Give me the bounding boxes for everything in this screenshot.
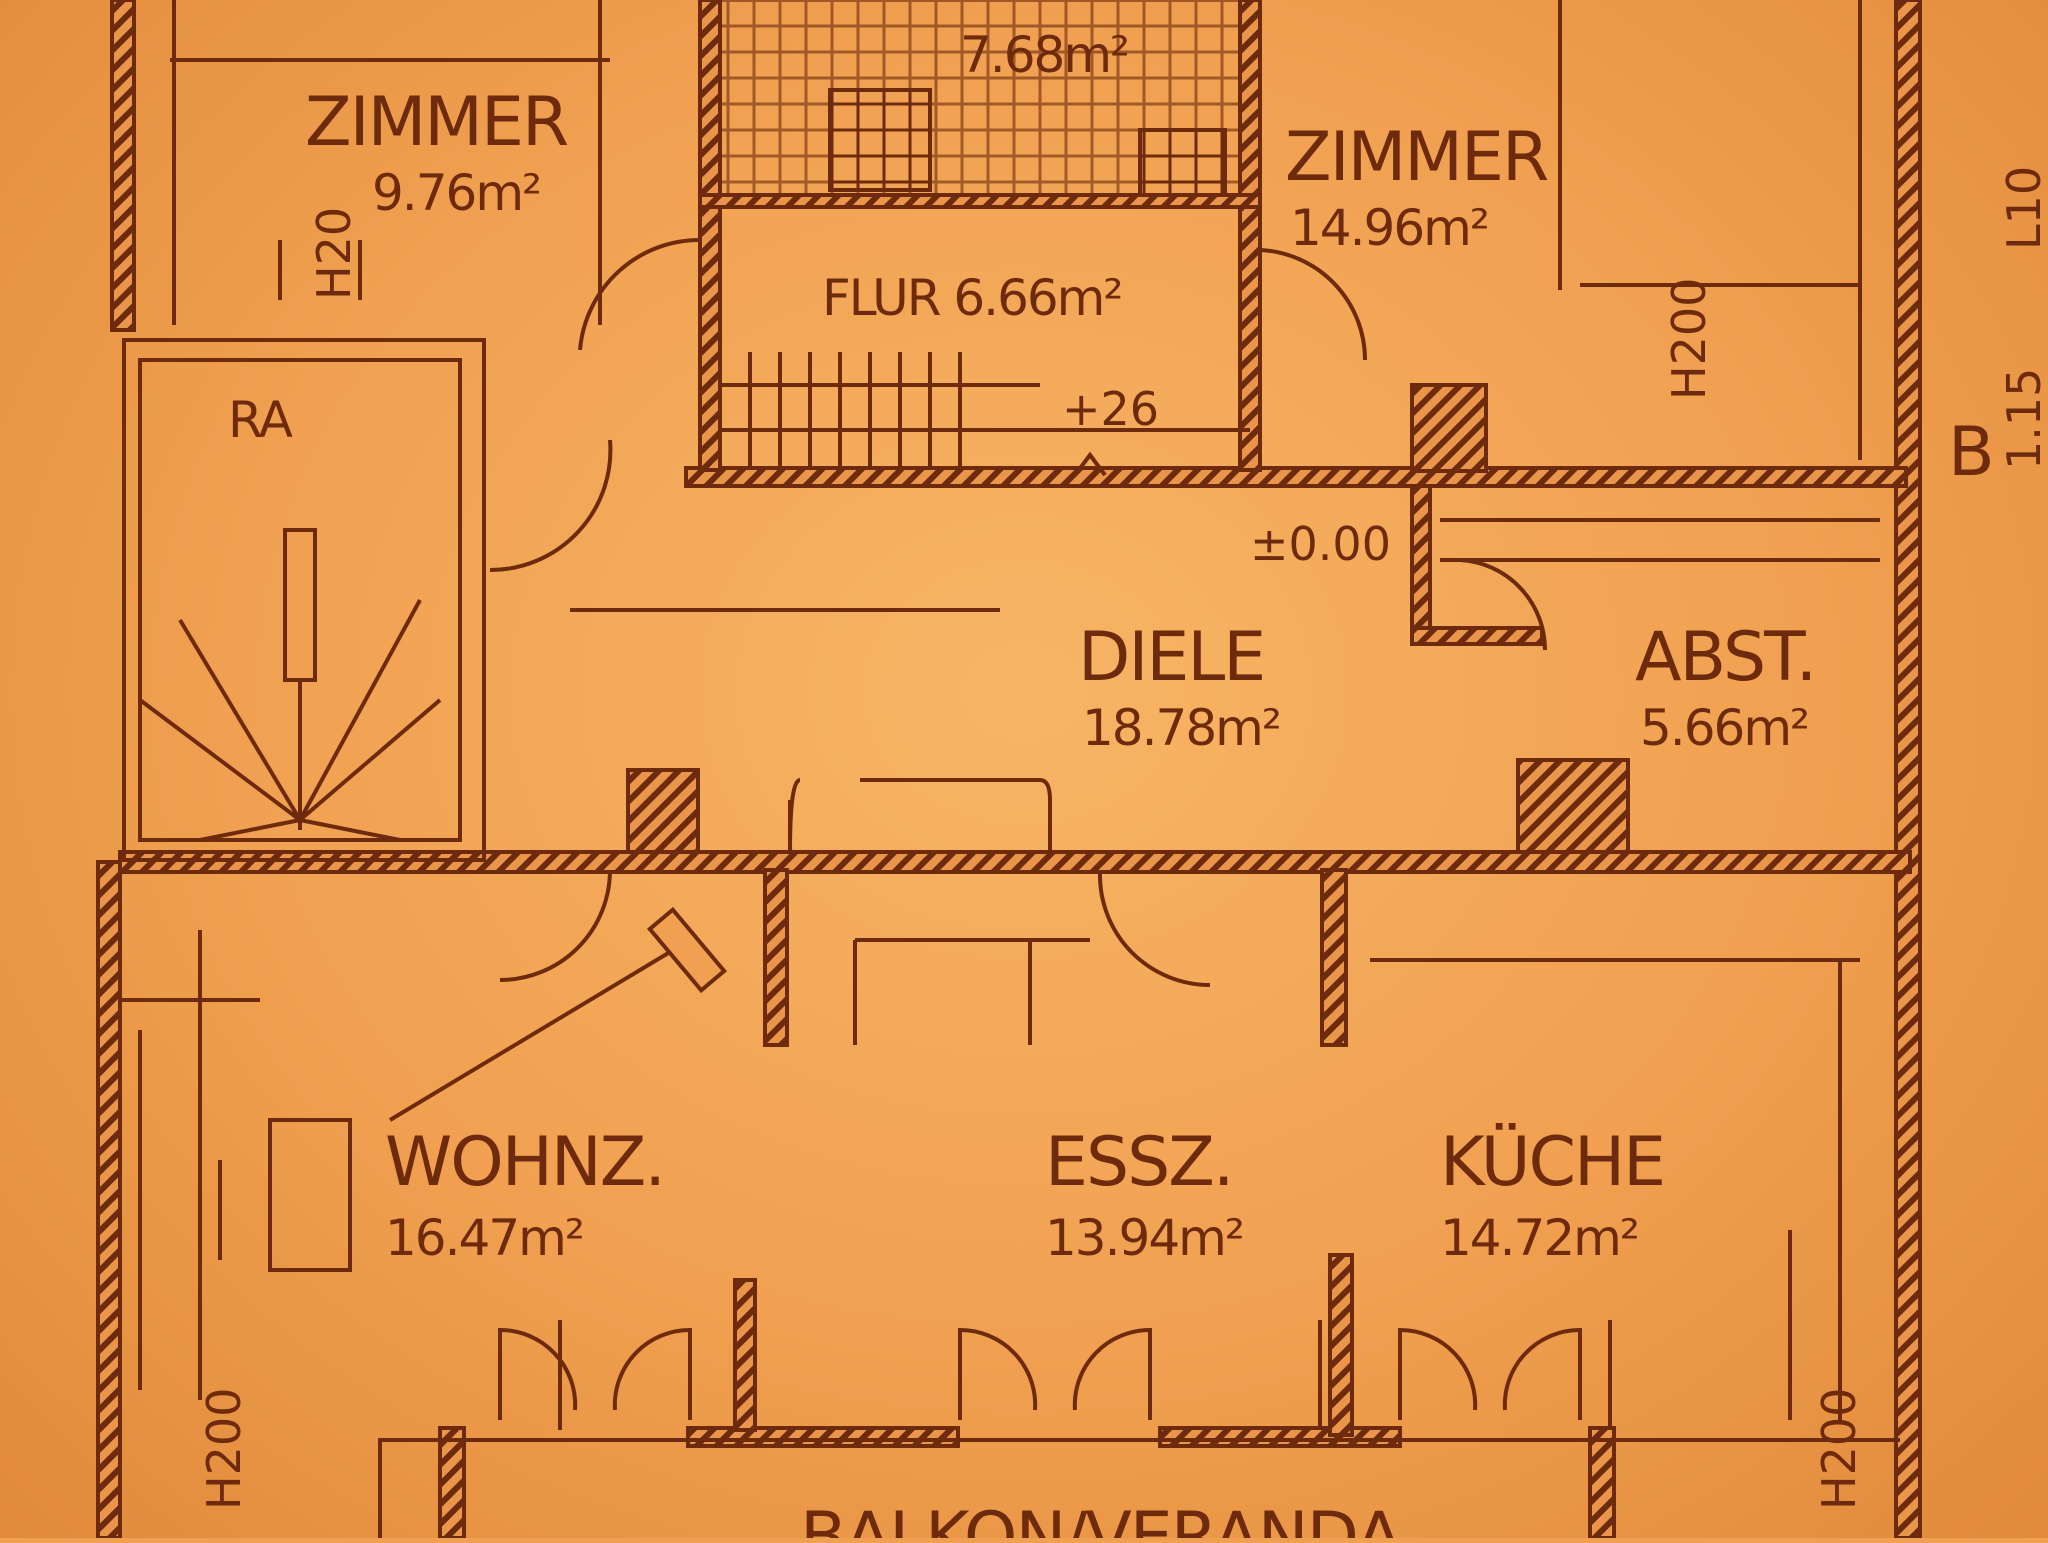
room-area-zimmer-left: 9.76m²: [372, 164, 540, 222]
room-label-balkon: BALKON/VERANDA: [800, 1498, 1402, 1538]
room-label-wohnz: WOHNZ.: [385, 1123, 664, 1202]
room-label-zimmer-right: ZIMMER: [1285, 118, 1548, 197]
room-area-bath: 7.68m²: [960, 26, 1128, 84]
doors: [489, 237, 1582, 1420]
room-label-ra: RA: [228, 391, 293, 449]
level-flur: +26: [1062, 382, 1159, 436]
room-label-abst: ABST.: [1635, 618, 1815, 697]
room-area-zimmer-right: 14.96m²: [1290, 199, 1488, 257]
level-diele: ±0.00: [1250, 517, 1391, 571]
room-area-wohnz: 16.47m²: [385, 1209, 583, 1267]
height-label-zimmer-right: H200: [1662, 278, 1716, 400]
room-label-zimmer-left: ZIMMER: [305, 83, 568, 162]
height-label-zimmer-left: H20: [307, 207, 361, 300]
height-label-wohnz: H200: [197, 1388, 251, 1510]
dimension-label-right-2: L10: [1997, 166, 2048, 250]
dimension-label-right-1: 1.15: [1997, 368, 2048, 470]
section-mark-b: B: [1948, 413, 1993, 492]
room-label-essz: ESSZ.: [1045, 1123, 1233, 1202]
thin-lines: [120, 0, 1900, 1538]
room-area-kueche: 14.72m²: [1440, 1209, 1638, 1267]
room-label-flur: FLUR 6.66m²: [822, 269, 1121, 327]
height-label-kueche: H200: [1812, 1388, 1866, 1510]
walls: [96, 0, 1922, 1540]
room-area-abst: 5.66m²: [1640, 699, 1808, 757]
room-label-diele: DIELE: [1078, 618, 1264, 697]
room-area-diele: 18.78m²: [1082, 699, 1280, 757]
room-area-essz: 13.94m²: [1045, 1209, 1243, 1267]
room-label-kueche: KÜCHE: [1440, 1123, 1664, 1202]
